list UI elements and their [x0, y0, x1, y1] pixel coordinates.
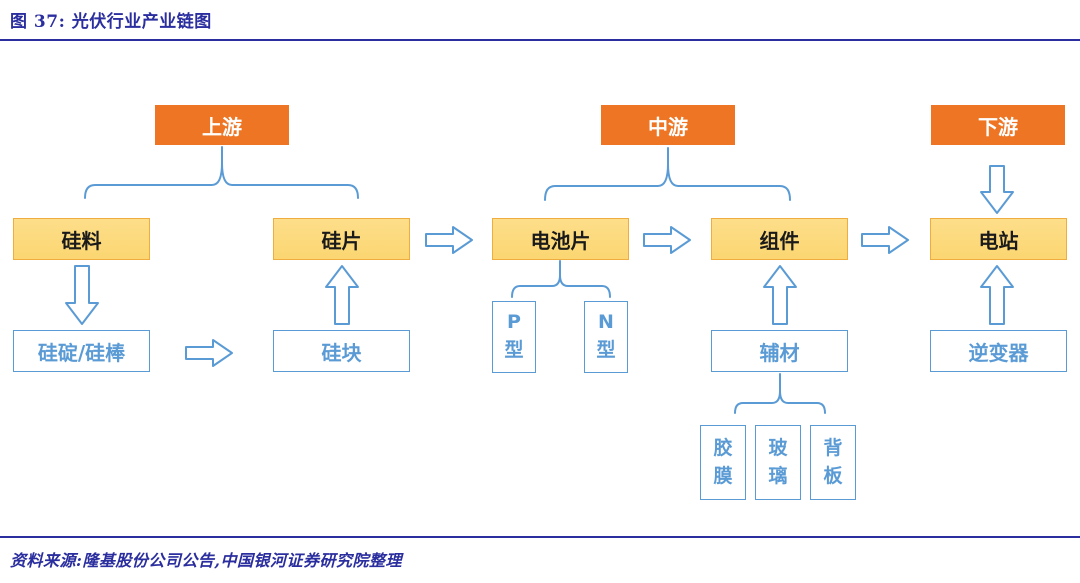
node-backsheet: 背板	[810, 425, 856, 500]
arrow-downstream-down-icon	[980, 165, 1014, 214]
node-film: 胶膜	[700, 425, 746, 500]
arrow-ingot-to-block-icon	[185, 339, 233, 367]
node-n-type: N型	[584, 301, 628, 373]
node-p-type: P型	[492, 301, 536, 373]
bracket-cell-types	[511, 260, 611, 298]
title-divider	[0, 39, 1080, 41]
figure-title: 图 37: 光伏行业产业链图	[10, 12, 212, 32]
node-ingot-rod: 硅碇/硅棒	[13, 330, 150, 372]
source-divider	[0, 536, 1080, 538]
chain-power-station: 电站	[930, 218, 1067, 260]
node-aux-material: 辅材	[711, 330, 848, 372]
bracket-aux-materials	[734, 373, 826, 414]
stage-downstream: 下游	[931, 105, 1065, 145]
arrow-material-down-icon	[65, 265, 99, 325]
stage-midstream: 中游	[601, 105, 735, 145]
node-glass: 玻璃	[755, 425, 801, 500]
chain-module: 组件	[711, 218, 848, 260]
arrow-aux-to-module-icon	[763, 265, 797, 325]
arrow-module-to-station-icon	[861, 226, 909, 254]
chain-cell: 电池片	[492, 218, 629, 260]
node-silicon-block: 硅块	[273, 330, 410, 372]
brace-upstream	[84, 146, 359, 199]
arrow-block-to-wafer-icon	[325, 265, 359, 325]
chain-silicon-material: 硅料	[13, 218, 150, 260]
arrow-inverter-to-station-icon	[980, 265, 1014, 325]
figure-source: 资料来源:隆基股份公司公告,中国银河证券研究院整理	[10, 551, 402, 570]
chain-silicon-wafer: 硅片	[273, 218, 410, 260]
stage-upstream: 上游	[155, 105, 289, 145]
node-inverter: 逆变器	[930, 330, 1067, 372]
arrow-cell-to-module-icon	[643, 226, 691, 254]
brace-midstream	[544, 147, 791, 201]
arrow-wafer-to-cell-icon	[425, 226, 473, 254]
